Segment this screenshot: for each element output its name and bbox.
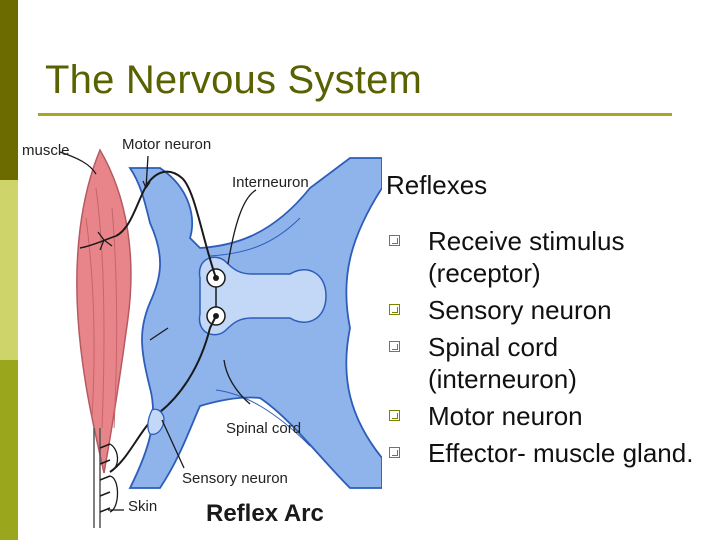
list-item: Effector- muscle gland. [386,437,706,469]
hollow-square-bullet-icon [389,410,400,421]
section-heading: Reflexes [386,170,488,200]
list-item: Spinal cord (interneuron) [386,331,706,395]
slide-title: The Nervous System [45,58,423,102]
label-sensory-neuron: Sensory neuron [182,470,288,487]
hollow-square-bullet-icon [389,447,400,458]
list-item-text: Receive stimulus (receptor) [428,226,625,288]
list-item-text: Spinal cord (interneuron) [428,332,577,394]
side-stripe-middle [0,180,18,360]
hollow-square-bullet-icon [389,304,400,315]
label-interneuron: Interneuron [232,174,309,191]
list-item-text: Effector- muscle gland. [428,438,694,468]
motor-neuron-fiber [115,170,217,279]
side-stripe-top [0,0,18,180]
label-spinal-cord: Spinal cord [226,420,302,437]
list-item: Receive stimulus (receptor) [386,225,706,289]
list-item: Sensory neuron [386,294,706,326]
label-motor-neuron: Motor neuron [122,136,212,153]
title-underline [38,113,672,116]
label-muscle: muscle [22,142,70,159]
label-skin: Skin [128,498,158,515]
cord-core-shape [198,256,327,336]
hollow-square-bullet-icon [389,235,400,246]
reflex-arc-diagram: muscle Motor neuron Interneuron Spinal c… [20,128,383,536]
reflex-steps-list: Receive stimulus (receptor) Sensory neur… [386,225,706,474]
list-item-text: Motor neuron [428,401,583,431]
list-item: Motor neuron [386,400,706,432]
hollow-square-bullet-icon [389,341,400,352]
spinal-cord-shape [128,157,383,489]
figure-caption: Reflex Arc [206,500,324,527]
side-stripe-bottom [0,360,18,540]
reflex-arc-illustration [59,148,383,528]
list-item-text: Sensory neuron [428,295,612,325]
